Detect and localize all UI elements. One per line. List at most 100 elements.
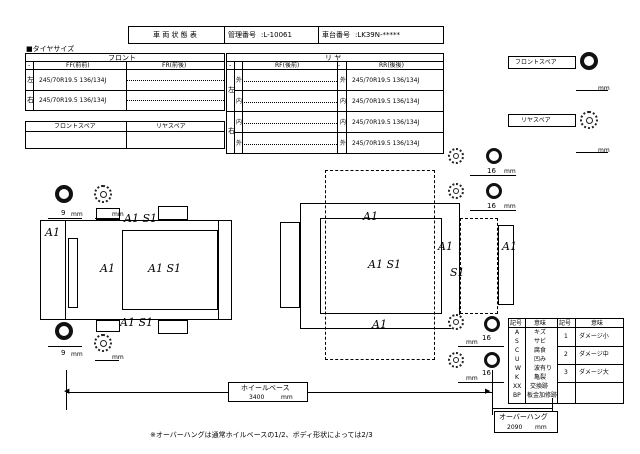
overhang-right-tick <box>552 398 553 412</box>
legend-level-1: 1 <box>564 333 568 340</box>
rr-size-4: 245/70R19.5 136/134J <box>352 140 420 147</box>
rear-spare-label-box: リヤスペア <box>508 114 576 127</box>
rr-tread-icon-3 <box>448 314 464 330</box>
rr-mm-3: mm <box>466 339 478 346</box>
front-label: フロント <box>108 54 136 62</box>
rf-out-1: 外 <box>236 77 243 84</box>
truck-left-rear-wheel-top <box>158 206 188 220</box>
legend-code-k: K <box>515 374 519 381</box>
legend-mean-bp: 板金加修跡 <box>527 392 558 399</box>
page-title: 車 両 状 態 表 <box>153 31 197 39</box>
legend-code-xx: XX <box>513 383 522 390</box>
tread-mm-tl: mm <box>112 211 124 218</box>
mgmt-value: :L-10061 <box>261 31 292 39</box>
legend-level-3-mean: ダメージ大 <box>579 369 609 376</box>
rf-label: RF(後前) <box>275 62 300 69</box>
rr-line-4 <box>458 382 504 383</box>
legend-table: 記号 意味 記号 意味 A キズ S サビ C 腐食 U 凹み W 波有り K … <box>508 318 624 404</box>
mark-a1-rear-mid: A1 <box>438 240 453 253</box>
rr-tire-icon-3 <box>484 316 500 332</box>
mark-a1-rear-top: A1 <box>363 210 378 223</box>
wheelbase-label: ホイールベース <box>241 384 290 392</box>
wheelbase-box: ホイールベース 3400 mm <box>228 382 308 402</box>
rr-tire-icon-2 <box>486 183 502 199</box>
front-spare-line <box>576 90 608 91</box>
legend-mean-u: 凹み <box>534 356 547 363</box>
truck-left-tail <box>218 220 232 320</box>
legend-level-2: 2 <box>564 351 568 358</box>
rr-line-2 <box>470 210 516 211</box>
front-spare-mm: mm <box>598 85 610 92</box>
overhang-box: オーバーハング 2090 mm <box>494 411 558 433</box>
tread-mm-bl: mm <box>112 354 124 361</box>
rr-tread-icon-1 <box>448 148 464 164</box>
legend-level-2-mean: ダメージ中 <box>579 351 609 358</box>
rear-spare-tread-icon <box>580 111 598 129</box>
mark-a1-rear-tail: A1 <box>502 240 517 253</box>
overhang-value: 2090 <box>507 424 523 431</box>
rear-side-right: 右 <box>228 127 235 135</box>
front-left-depth-line <box>48 218 82 219</box>
rf-in-1: 内 <box>236 98 243 105</box>
tread-line-tl <box>95 218 119 219</box>
rear-tail-block <box>498 225 514 305</box>
ff-left-size: 245/70R19.5 136/134J <box>39 77 107 84</box>
fr-label: FR(前後) <box>162 62 187 69</box>
front-left-depth: 9 <box>61 209 66 217</box>
legend-code-c: C <box>515 347 520 354</box>
legend-mean-s: サビ <box>534 338 547 345</box>
rear-spare-label: リヤスペア <box>521 117 551 124</box>
front-right-depth-line <box>48 346 82 347</box>
rr-depth-4: 16 <box>482 369 491 377</box>
mark-a1-rear-bottom: A1 <box>372 318 387 331</box>
legend-h3: 記号 <box>559 320 572 327</box>
front-right-depth: 9 <box>61 349 66 357</box>
rr-depth-3: 16 <box>482 334 491 342</box>
rr-depth-1: 16 <box>487 167 496 175</box>
wheelbase-right-tick <box>492 370 493 415</box>
ff-label: FF(前前) <box>66 62 90 69</box>
front-right-label: 右 <box>27 96 34 104</box>
truck-left-grille <box>68 238 78 308</box>
mark-a1-s1-rear: A1 S1 <box>368 258 401 271</box>
section-title: ■タイヤサイズ <box>26 45 75 53</box>
rr-in-1: 内 <box>340 98 347 105</box>
front-spare-tire-icon <box>580 52 598 70</box>
rr-tire-icon-4 <box>484 352 500 368</box>
rr-mm-2: mm <box>504 203 516 210</box>
legend-mean-k: 亀裂 <box>534 374 547 381</box>
front-dash: - <box>28 62 31 69</box>
overhang-note: ※オーバーハングは通常ホイルベースの1/2、ボディ形状によっては2/3 <box>150 431 373 439</box>
wheelbase-arrow-right: ▶ <box>485 387 491 395</box>
mark-a1-s1-top: A1 S1 <box>124 212 157 225</box>
mark-a1-side: A1 <box>100 262 115 275</box>
overhang-label: オーバーハング <box>499 413 548 421</box>
rear-body-right-outline <box>460 218 498 314</box>
rr-out-2: 外 <box>340 140 347 147</box>
rr-tire-icon-1 <box>486 148 502 164</box>
rear-tire-table: リ ヤ - - RF(後前) RR(後後) 左 右 外 内 内 外 外 内 内 … <box>226 53 444 154</box>
rr-mm-1: mm <box>504 168 516 175</box>
wheelbase-value: 3400 <box>249 394 265 401</box>
wheelbase-arrow-left: ◀ <box>64 387 70 395</box>
legend-mean-c: 腐食 <box>534 347 547 354</box>
truck-left-front-wheel-top <box>96 208 120 220</box>
chassis-value: :LK39N-***** <box>355 31 401 39</box>
rr-tread-icon-4 <box>448 352 464 368</box>
mark-a1-s1-bottom: A1 S1 <box>120 316 153 329</box>
rr-tread-icon-2 <box>448 183 464 199</box>
rr-in-2: 内 <box>340 119 347 126</box>
mark-a1-cab: A1 <box>45 226 60 239</box>
rear-spare-mm: mm <box>598 147 610 154</box>
rear-cab-block <box>280 222 300 308</box>
spare-table-front: フロントスペア <box>54 123 96 130</box>
rr-size-3: 245/70R19.5 136/134J <box>352 119 420 126</box>
mgmt-label: 管理番号 <box>228 31 256 39</box>
mark-s1-rear: S1 <box>450 266 465 279</box>
wheelbase-unit: mm <box>281 394 293 401</box>
rear-body-outline <box>325 170 435 360</box>
rr-size-1: 245/70R19.5 136/134J <box>352 77 420 84</box>
rf-out-2: 外 <box>236 140 243 147</box>
overhang-unit: mm <box>535 424 547 431</box>
legend-code-w: W <box>515 365 521 372</box>
